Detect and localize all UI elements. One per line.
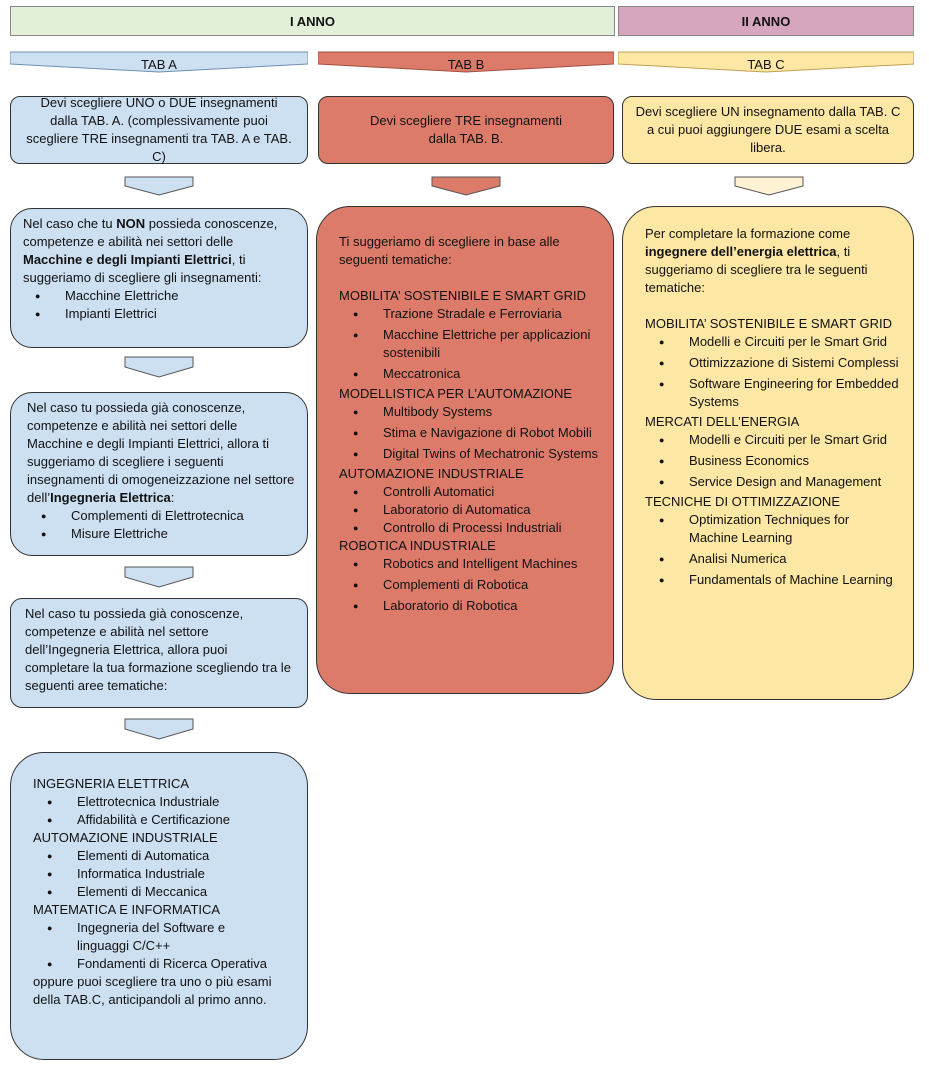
box-a4: INGEGNERIA ELETTRICA Elettrotecnica Indu…: [10, 752, 308, 1060]
box-c-list-1: Modelli e Circuiti per le Smart Grid Ott…: [645, 333, 899, 411]
tab-b-label: TAB B: [447, 57, 485, 72]
list-item: Ingegneria del Software e linguaggi C/C+…: [33, 919, 293, 955]
box-c-intro: Per completare la formazione come ingegn…: [645, 226, 868, 295]
section-title: INGEGNERIA ELETTRICA: [33, 776, 190, 791]
section-title: AUTOMAZIONE INDUSTRIALE: [33, 830, 218, 845]
list-item: Ottimizzazione di Sistemi Complessi: [645, 354, 899, 372]
tab-a-shape: [10, 51, 308, 73]
list-item: Fondamenti di Ricerca Operativa: [33, 955, 293, 973]
section-title: MODELLISTICA PER L’AUTOMAZIONE: [339, 386, 573, 401]
list-item: Modelli e Circuiti per le Smart Grid: [645, 333, 899, 351]
tab-b-banner: TAB B: [318, 50, 614, 74]
box-a2-list: Complementi di Elettrotecnica Misure Ele…: [27, 507, 295, 543]
list-item: Affidabilità e Certificazione: [33, 811, 293, 829]
box-b-list-4: Robotics and Intelligent Machines Comple…: [339, 555, 599, 615]
list-item: Laboratorio di Robotica: [339, 597, 599, 615]
year1-title: I ANNO: [289, 13, 336, 29]
box-c-list-2: Modelli e Circuiti per le Smart Grid Bus…: [645, 431, 899, 491]
list-item: Business Economics: [645, 452, 899, 470]
arrow-down-icon: [431, 176, 501, 196]
tab-c-shape: [618, 51, 914, 73]
box-a2-text: Nel caso tu possieda già conoscenze, com…: [27, 400, 295, 505]
box-a3: Nel caso tu possieda già conoscenze, com…: [10, 598, 308, 708]
box-c-list-3: Optimization Techniques for Machine Lear…: [645, 511, 899, 589]
tab-b-instruction-box: Devi scegliere TRE insegnamenti dalla TA…: [318, 96, 614, 164]
year1-header: I ANNO: [10, 6, 615, 36]
list-item: Complementi di Robotica: [339, 576, 599, 594]
tab-a-label: TAB A: [141, 57, 177, 72]
box-a3-text: Nel caso tu possieda già conoscenze, com…: [25, 606, 291, 693]
box-b-intro: Ti suggeriamo di scegliere in base alle …: [339, 234, 560, 267]
box-a4-list-2: Elementi di Automatica Informatica Indus…: [33, 847, 293, 901]
list-item: Impianti Elettrici: [21, 305, 295, 323]
box-a4-list-3: Ingegneria del Software e linguaggi C/C+…: [33, 919, 293, 973]
box-b-list-3: Controlli Automatici Laboratorio di Auto…: [339, 483, 599, 537]
box-a4-footer: oppure puoi scegliere tra uno o più esam…: [33, 974, 272, 1007]
year2-title: II ANNO: [741, 13, 791, 29]
tab-b-shape: [318, 51, 614, 73]
box-a1: Nel caso che tu NON possieda conoscenze,…: [10, 208, 308, 348]
arrow-down-icon: [124, 718, 194, 740]
year2-header: II ANNO: [618, 6, 914, 36]
section-title: MATEMATICA E INFORMATICA: [33, 902, 221, 917]
section-title: ROBOTICA INDUSTRIALE: [339, 538, 496, 553]
arrow-down-icon: [734, 176, 804, 196]
box-a2: Nel caso tu possieda già conoscenze, com…: [10, 392, 308, 556]
box-b: Ti suggeriamo di scegliere in base alle …: [316, 206, 614, 694]
tab-a-instruction-text: Devi scegliere UNO o DUE insegnamenti da…: [26, 95, 292, 164]
list-item: Analisi Numerica: [645, 550, 899, 568]
tab-c-banner: TAB C: [618, 50, 914, 74]
tab-a-instruction-box: Devi scegliere UNO o DUE insegnamenti da…: [10, 95, 308, 164]
list-item: Controlli Automatici: [339, 483, 599, 501]
list-item: Modelli e Circuiti per le Smart Grid: [645, 431, 899, 449]
section-title: TECNICHE DI OTTIMIZZAZIONE: [645, 494, 840, 509]
arrow-down-icon: [124, 566, 194, 588]
tab-c-label: TAB C: [747, 57, 785, 72]
box-b-list-1: Trazione Stradale e Ferroviaria Macchine…: [339, 305, 599, 383]
list-item: Fundamentals of Machine Learning: [645, 571, 899, 589]
list-item: Elementi di Meccanica: [33, 883, 293, 901]
section-title: MERCATI DELL’ENERGIA: [645, 414, 800, 429]
arrow-down-icon: [124, 356, 194, 378]
list-item: Controllo di Processi Industriali: [339, 519, 599, 537]
list-item: Misure Elettriche: [27, 525, 295, 543]
tab-b-instruction-text: Devi scegliere TRE insegnamenti dalla TA…: [370, 113, 562, 146]
list-item: Elettrotecnica Industriale: [33, 793, 293, 811]
list-item: Complementi di Elettrotecnica: [27, 507, 295, 525]
list-item: Service Design and Management: [645, 473, 899, 491]
list-item: Multibody Systems: [339, 403, 599, 421]
box-a1-list: Macchine Elettriche Impianti Elettrici: [21, 287, 295, 323]
list-item: Software Engineering for Embedded System…: [645, 375, 899, 411]
box-a1-text: Nel caso che tu NON possieda conoscenze,…: [23, 216, 278, 285]
section-title: MOBILITA’ SOSTENIBILE E SMART GRID: [339, 288, 587, 303]
list-item: Laboratorio di Automatica: [339, 501, 599, 519]
list-item: Robotics and Intelligent Machines: [339, 555, 599, 573]
section-title: AUTOMAZIONE INDUSTRIALE: [339, 466, 524, 481]
list-item: Macchine Elettriche: [21, 287, 295, 305]
tab-a-banner: TAB A: [10, 50, 308, 74]
list-item: Trazione Stradale e Ferroviaria: [339, 305, 599, 323]
list-item: Elementi di Automatica: [33, 847, 293, 865]
list-item: Informatica Industriale: [33, 865, 293, 883]
box-b-list-2: Multibody Systems Stima e Navigazione di…: [339, 403, 599, 463]
list-item: Meccatronica: [339, 365, 599, 383]
box-a4-list-1: Elettrotecnica Industriale Affidabilità …: [33, 793, 293, 829]
box-c: Per completare la formazione come ingegn…: [622, 206, 914, 700]
list-item: Stima e Navigazione di Robot Mobili: [339, 424, 599, 442]
list-item: Digital Twins of Mechatronic Systems: [339, 445, 599, 463]
tab-c-instruction-text: Devi scegliere UN insegnamento dalla TAB…: [635, 104, 901, 155]
arrow-down-icon: [124, 176, 194, 196]
list-item: Optimization Techniques for Machine Lear…: [645, 511, 899, 547]
list-item: Macchine Elettriche per applicazioni sos…: [339, 326, 599, 362]
tab-c-instruction-box: Devi scegliere UN insegnamento dalla TAB…: [622, 96, 914, 164]
section-title: MOBILITA’ SOSTENIBILE E SMART GRID: [645, 316, 893, 331]
